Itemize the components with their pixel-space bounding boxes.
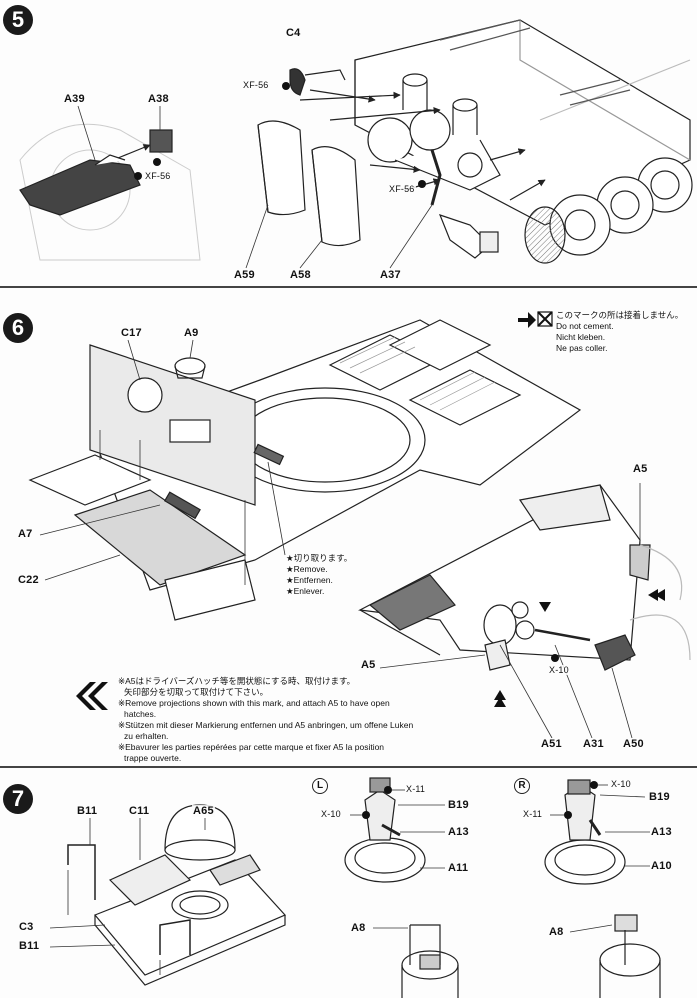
note-line: ★切り取ります。 <box>286 553 353 563</box>
part-label: A58 <box>289 269 312 281</box>
part-label: A13 <box>650 826 673 838</box>
part-label: A5 <box>632 463 649 475</box>
part-label: A31 <box>582 738 605 750</box>
paint-label: XF-56 <box>242 80 270 90</box>
part-label: C11 <box>128 805 151 817</box>
note-line: Do not cement. <box>556 321 614 331</box>
part-label: C4 <box>285 27 302 39</box>
paint-label: X-10 <box>320 809 342 819</box>
part-label: C22 <box>17 574 40 586</box>
paint-label: X-10 <box>610 779 632 789</box>
note-line: zu erhalten. <box>124 731 169 741</box>
part-label: A11 <box>447 862 470 874</box>
note-line: ※Remove projections shown with this mark… <box>118 698 390 708</box>
note-line: ※A5はドライバーズハッチ等を開状態にする時、取付けます。 <box>118 676 356 686</box>
part-label: A5 <box>360 659 377 671</box>
part-label: B19 <box>447 799 470 811</box>
note-line: このマークの所は接着しません。 <box>556 310 684 320</box>
part-label: B11 <box>76 805 99 817</box>
note-line: ★Entfernen. <box>286 575 333 585</box>
part-label: A8 <box>548 926 565 938</box>
part-label: A10 <box>650 860 673 872</box>
paint-label: X-10 <box>548 665 570 675</box>
remove-note: ★切り取ります。 ★Remove. ★Entfernen. ★Enlever. <box>286 553 352 597</box>
step-number-6: 6 <box>3 313 33 343</box>
part-label: A38 <box>147 93 170 105</box>
paint-label: XF-56 <box>144 171 172 181</box>
part-label: C17 <box>120 327 143 339</box>
part-label: B19 <box>648 791 671 803</box>
note-line: ※Ebavurer les parties repérées par cette… <box>118 742 385 752</box>
note-line: ★Remove. <box>286 564 328 574</box>
part-label: B11 <box>18 940 41 952</box>
part-label: A13 <box>447 826 470 838</box>
step-divider <box>0 286 697 288</box>
step-divider <box>0 766 697 768</box>
part-label: A7 <box>17 528 34 540</box>
part-label: A9 <box>183 327 200 339</box>
step-number-7: 7 <box>3 784 33 814</box>
part-label: A37 <box>379 269 402 281</box>
note-line: ★Enlever. <box>286 586 325 596</box>
note-line: Nicht kleben. <box>556 332 606 342</box>
do-not-cement-note: このマークの所は接着しません。 Do not cement. Nicht kle… <box>556 310 683 354</box>
note-line: trappe ouverte. <box>124 753 182 763</box>
open-hatch-note: ※A5はドライバーズハッチ等を開状態にする時、取付けます。 矢印部分を切取って取… <box>118 676 413 764</box>
hatch-arrow-icon <box>76 682 108 710</box>
part-label: A50 <box>622 738 645 750</box>
part-label: A39 <box>63 93 86 105</box>
note-line: hatches. <box>124 709 157 719</box>
part-label: A8 <box>350 922 367 934</box>
note-line: ※Stützen mit dieser Markierung entfernen… <box>118 720 414 730</box>
part-label: A51 <box>540 738 563 750</box>
paint-label: XF-56 <box>388 184 416 194</box>
note-line: 矢印部分を切取って取付けて下さい。 <box>124 687 269 697</box>
do-not-cement-icon <box>518 311 553 328</box>
part-label: C3 <box>18 921 35 933</box>
step-number-5: 5 <box>3 5 33 35</box>
step7-drawing <box>49 777 661 998</box>
part-label: A59 <box>233 269 256 281</box>
part-label: A65 <box>192 805 215 817</box>
right-side-mark: R <box>514 778 530 794</box>
left-side-mark: L <box>312 778 328 794</box>
step6-drawing <box>28 319 691 739</box>
step5-drawing <box>19 19 693 269</box>
paint-label: X-11 <box>405 784 427 794</box>
note-line: Ne pas coller. <box>556 343 608 353</box>
paint-label: X-11 <box>522 809 544 819</box>
